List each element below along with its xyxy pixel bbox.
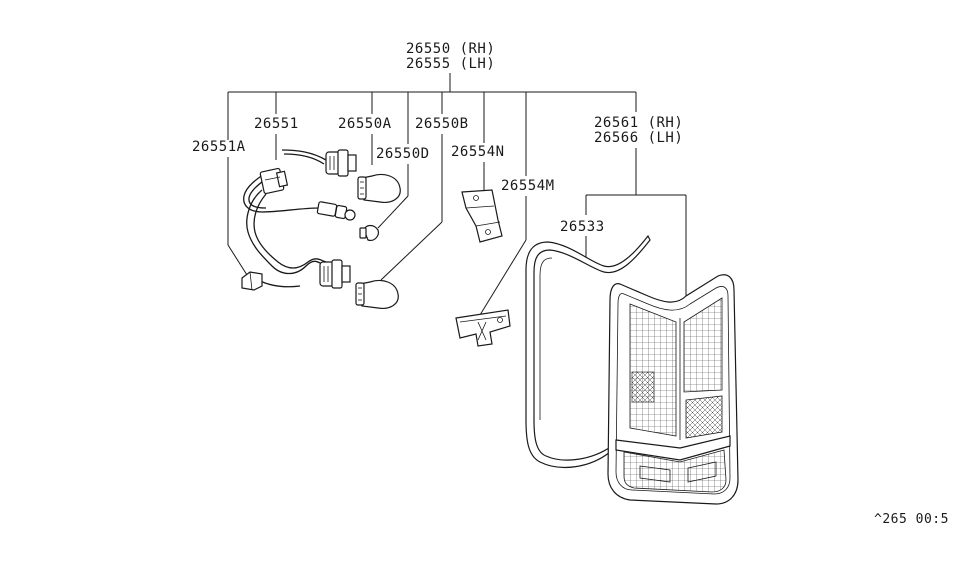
gasket-26533 — [525, 234, 651, 469]
label-assembly-rh: 26550 (RH) — [406, 41, 495, 57]
harness-connector — [259, 167, 289, 195]
reference-code: ^265 00:5 — [874, 512, 949, 527]
bulb-26550a — [357, 173, 401, 203]
bracket-26554n — [461, 189, 503, 243]
upper-socket — [325, 149, 357, 177]
small-socket — [316, 201, 356, 221]
bulb-26550b — [355, 279, 399, 309]
label-socket-b: 26550B — [415, 116, 469, 132]
label-bracket-n: 26554N — [451, 144, 505, 160]
label-bulb-a: 26550A — [338, 116, 392, 132]
label-gasket: 26533 — [560, 219, 605, 235]
label-harness: 26551 — [254, 116, 299, 132]
wiring-harness — [241, 149, 327, 291]
lens-26561-26566 — [607, 274, 739, 505]
label-assembly-lh: 26555 (LH) — [406, 56, 495, 72]
bracket-26554m — [455, 309, 511, 347]
label-lens-lh: 26566 (LH) — [594, 130, 683, 146]
leader-lines — [227, 73, 687, 316]
harness-clip — [241, 271, 263, 291]
lower-socket — [319, 259, 351, 289]
label-bulb-d: 26550D — [376, 146, 430, 162]
bulb-26550d — [359, 224, 379, 241]
label-lens-rh: 26561 (RH) — [594, 115, 683, 131]
label-harness-clip: 26551A — [192, 139, 246, 155]
label-bracket-m: 26554M — [501, 178, 555, 194]
